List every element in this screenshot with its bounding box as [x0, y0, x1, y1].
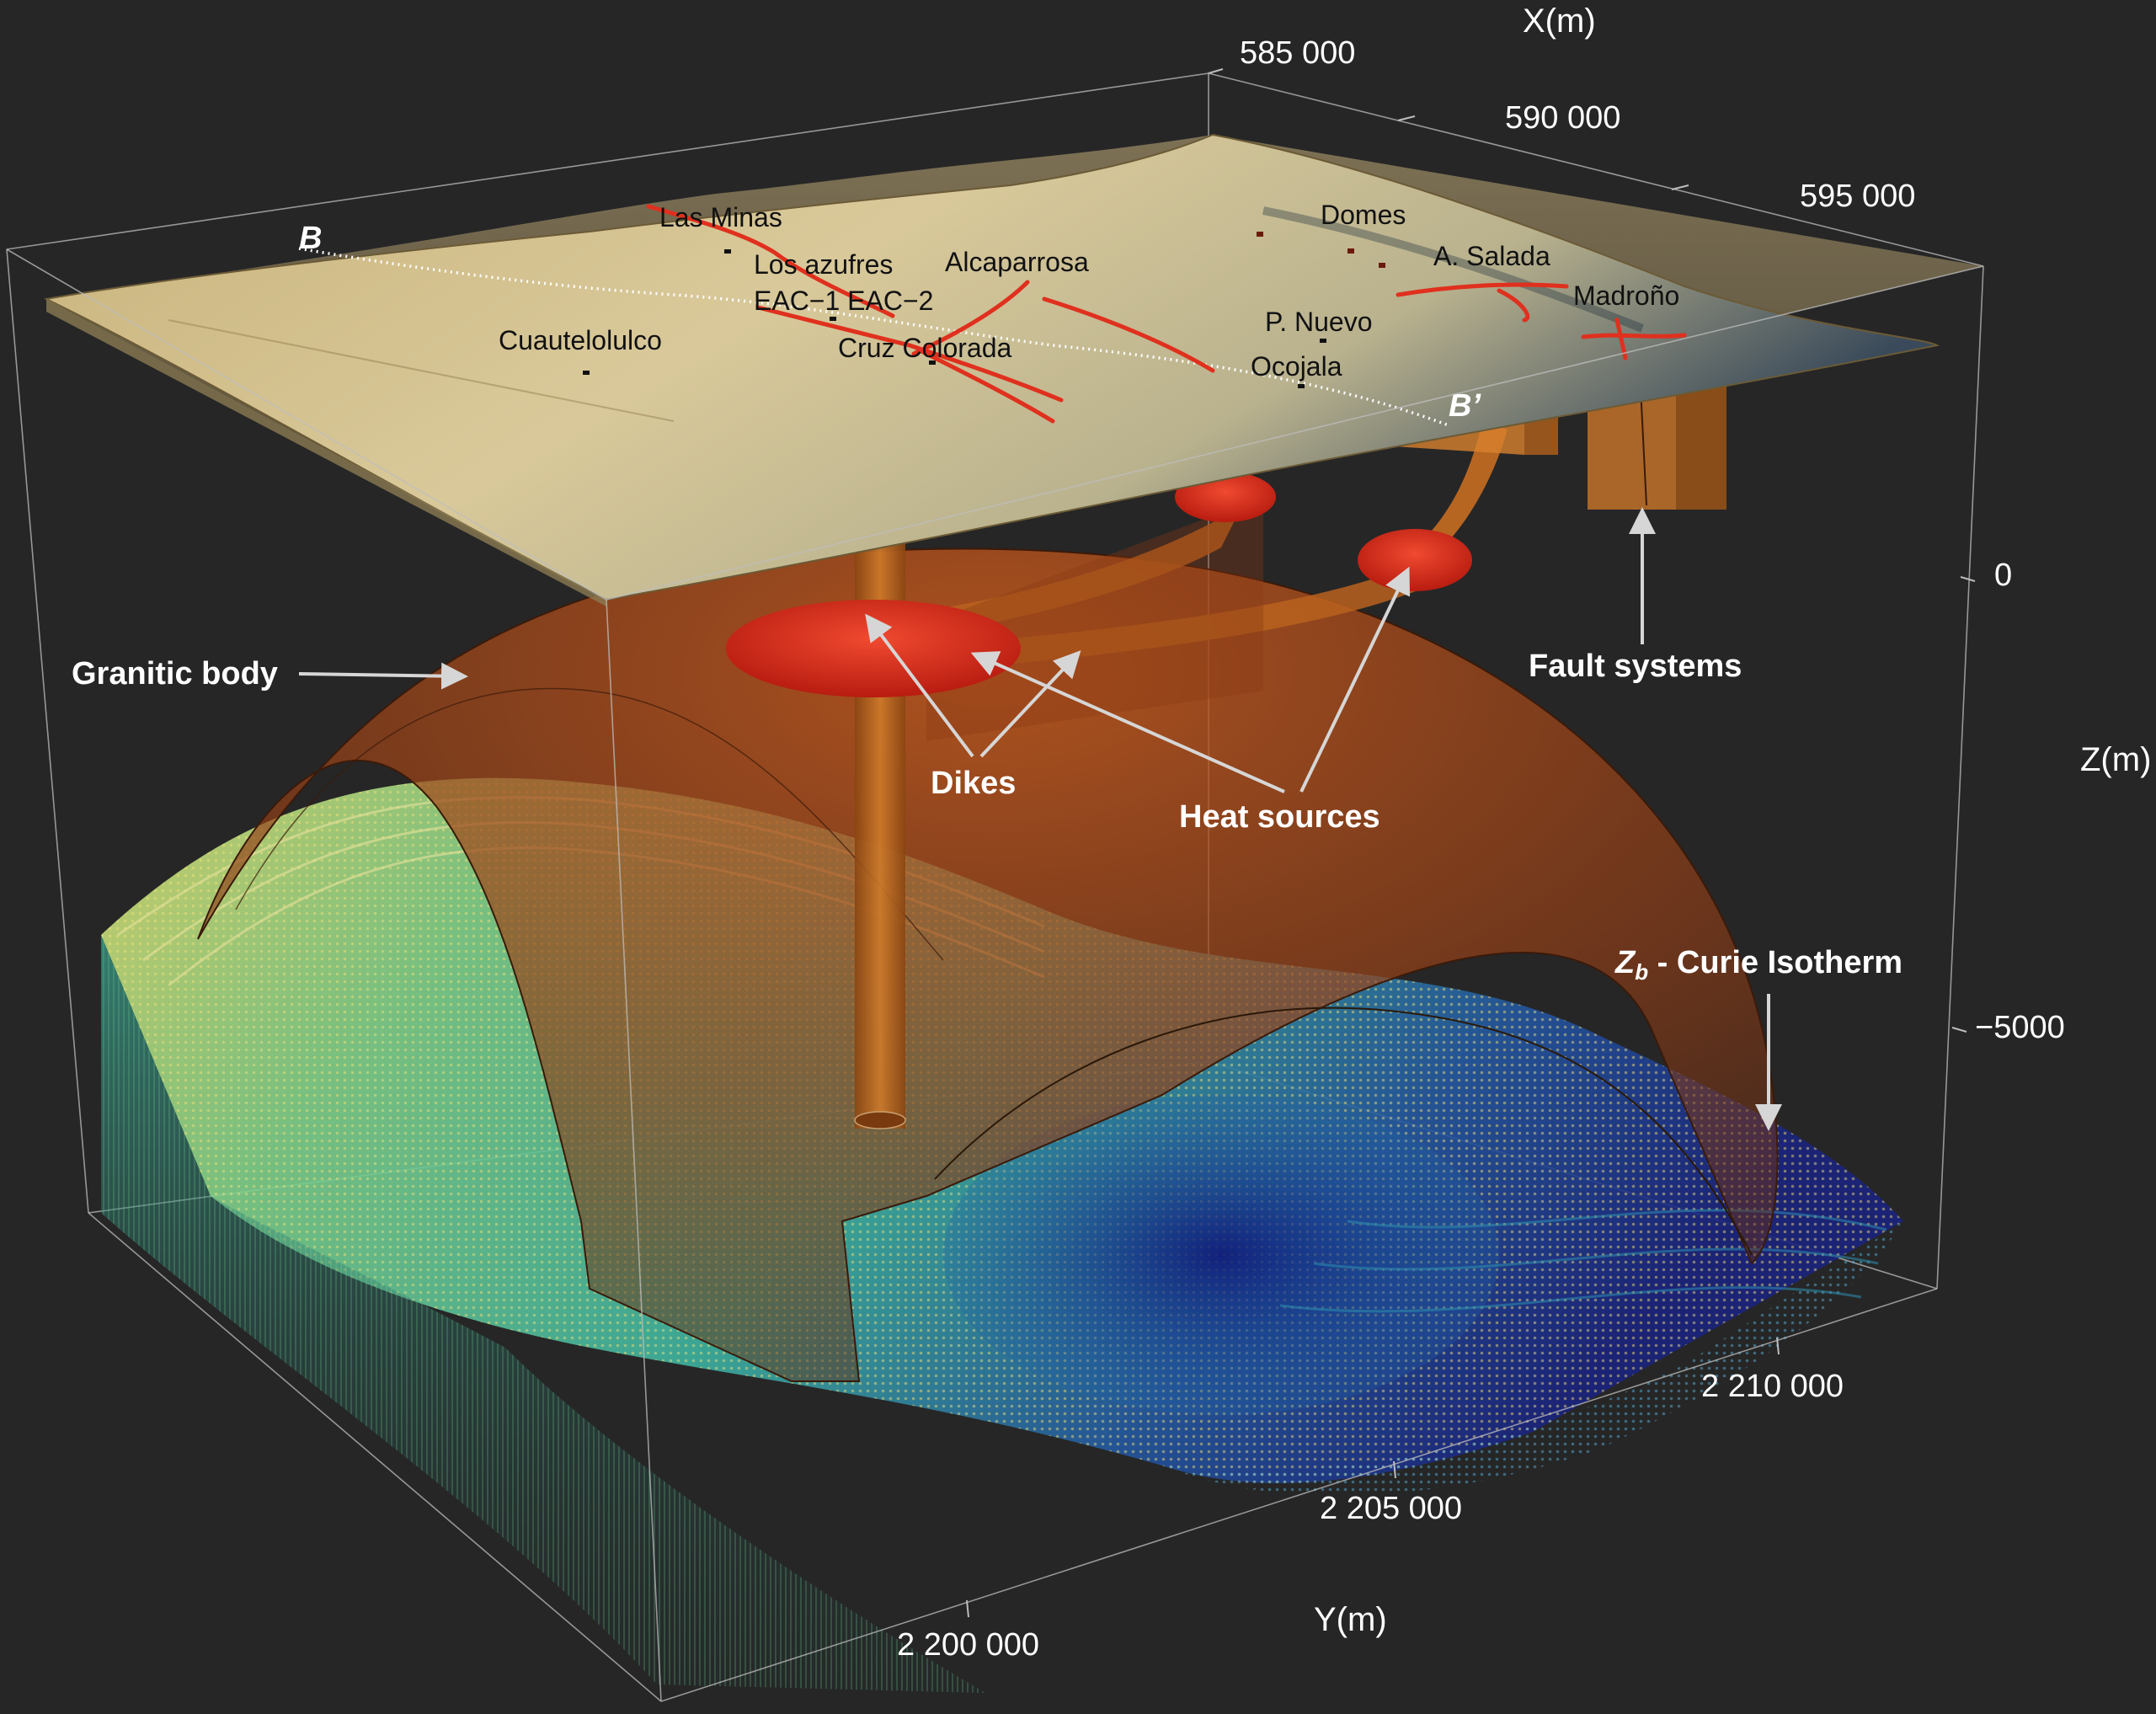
callout-fault-systems: Fault systems — [1529, 649, 1742, 684]
label-las-minas: Las Minas — [659, 202, 782, 232]
label-madrono: Madroño — [1573, 280, 1679, 311]
y-tick-1: 2 200 000 — [897, 1627, 1039, 1663]
callout-heat-sources: Heat sources — [1179, 799, 1380, 835]
label-a-salada: A. Salada — [1433, 241, 1550, 271]
axis-ticks — [966, 68, 1976, 1618]
y-axis-title: Y(m) — [1314, 1601, 1387, 1638]
label-los-azufres: Los azufres — [754, 249, 893, 280]
terrain-surface — [43, 133, 1983, 606]
y-tick-2: 2 205 000 — [1320, 1491, 1462, 1526]
faults — [646, 204, 1687, 424]
heat-source-east — [1358, 529, 1472, 591]
callout-curie-isotherm: Zb - Curie Isotherm — [1614, 945, 1903, 985]
label-alcaparrosa: Alcaparrosa — [945, 247, 1089, 277]
bounding-box-front — [6, 248, 1984, 1702]
profile-start-label: B — [299, 221, 322, 256]
label-cruz-colorada: Cruz Colorada — [838, 333, 1012, 363]
y-tick-3: 2 210 000 — [1701, 1369, 1844, 1404]
x-tick-3: 595 000 — [1800, 179, 1915, 214]
label-eac: EAC−1 EAC−2 — [754, 286, 933, 316]
x-tick-1: 585 000 — [1240, 35, 1355, 71]
x-axis-title: X(m) — [1523, 3, 1596, 40]
place-labels: Las Minas Los azufres EAC−1 EAC−2 Alcapa… — [499, 200, 1679, 382]
z-tick-neg5000: −5000 — [1975, 1010, 2065, 1045]
place-markers — [583, 232, 1385, 388]
callout-dikes: Dikes — [931, 766, 1016, 801]
x-tick-2: 590 000 — [1505, 100, 1620, 136]
z-tick-0: 0 — [1994, 558, 2012, 593]
label-ocojala: Ocojala — [1251, 351, 1342, 382]
callout-labels: Granitic body Dikes Heat sources Fault s… — [72, 649, 1903, 985]
label-p-nuevo: P. Nuevo — [1265, 307, 1373, 337]
callout-arrows — [298, 507, 1782, 1131]
callout-granitic-body: Granitic body — [72, 656, 278, 691]
profile-end-label: B’ — [1449, 388, 1481, 424]
z-axis-title: Z(m) — [2080, 741, 2151, 778]
label-cuautelolulco: Cuautelolulco — [499, 325, 662, 355]
label-domes: Domes — [1321, 200, 1406, 230]
axis-labels: X(m) 585 000 590 000 595 000 Z(m) 0 −500… — [897, 3, 2151, 1663]
heat-source-main — [726, 600, 1021, 697]
